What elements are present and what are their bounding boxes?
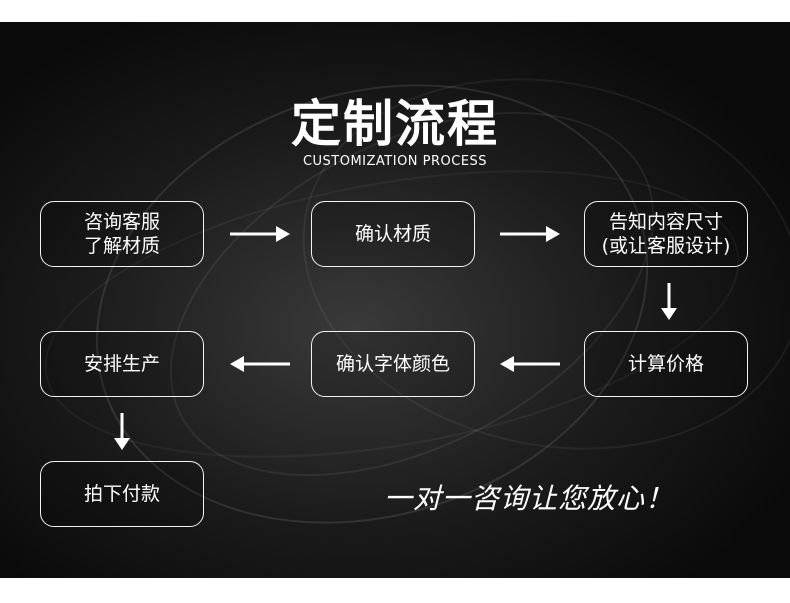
step-place-order-payment: 拍下付款: [40, 461, 204, 527]
step-provide-size: 告知内容尺寸 (或让客服设计): [584, 201, 748, 267]
step-label: 确认字体颜色: [335, 353, 450, 375]
process-background: 定制流程 CUSTOMIZATION PROCESS 咨询客服 了解材质 确认材…: [0, 22, 790, 578]
step-label: 安排生产: [83, 353, 160, 375]
step-consult-service: 咨询客服 了解材质: [40, 201, 204, 267]
arrow-left-icon: [500, 356, 560, 372]
step-confirm-font-color: 确认字体颜色: [311, 331, 475, 397]
step-label: 确认材质: [354, 223, 431, 245]
step-label: 告知内容尺寸: [608, 211, 723, 233]
arrow-right-icon: [500, 226, 560, 242]
step-calculate-price: 计算价格: [584, 331, 748, 397]
page-subtitle: CUSTOMIZATION PROCESS: [302, 154, 488, 169]
step-label: 了解材质: [83, 235, 160, 257]
arrow-down-icon: [114, 413, 130, 450]
slogan-text: 一对一咨询让您放心！: [384, 482, 675, 515]
page-title: 定制流程: [291, 95, 499, 153]
step-label: 拍下付款: [83, 483, 160, 505]
step-label: (或让客服设计): [601, 235, 731, 257]
step-label: 咨询客服: [83, 211, 160, 233]
arrow-right-icon: [230, 226, 290, 242]
arrow-left-icon: [230, 356, 290, 372]
step-confirm-material: 确认材质: [311, 201, 475, 267]
step-label: 计算价格: [627, 353, 704, 375]
step-arrange-production: 安排生产: [40, 331, 204, 397]
arrow-down-icon: [661, 283, 677, 320]
